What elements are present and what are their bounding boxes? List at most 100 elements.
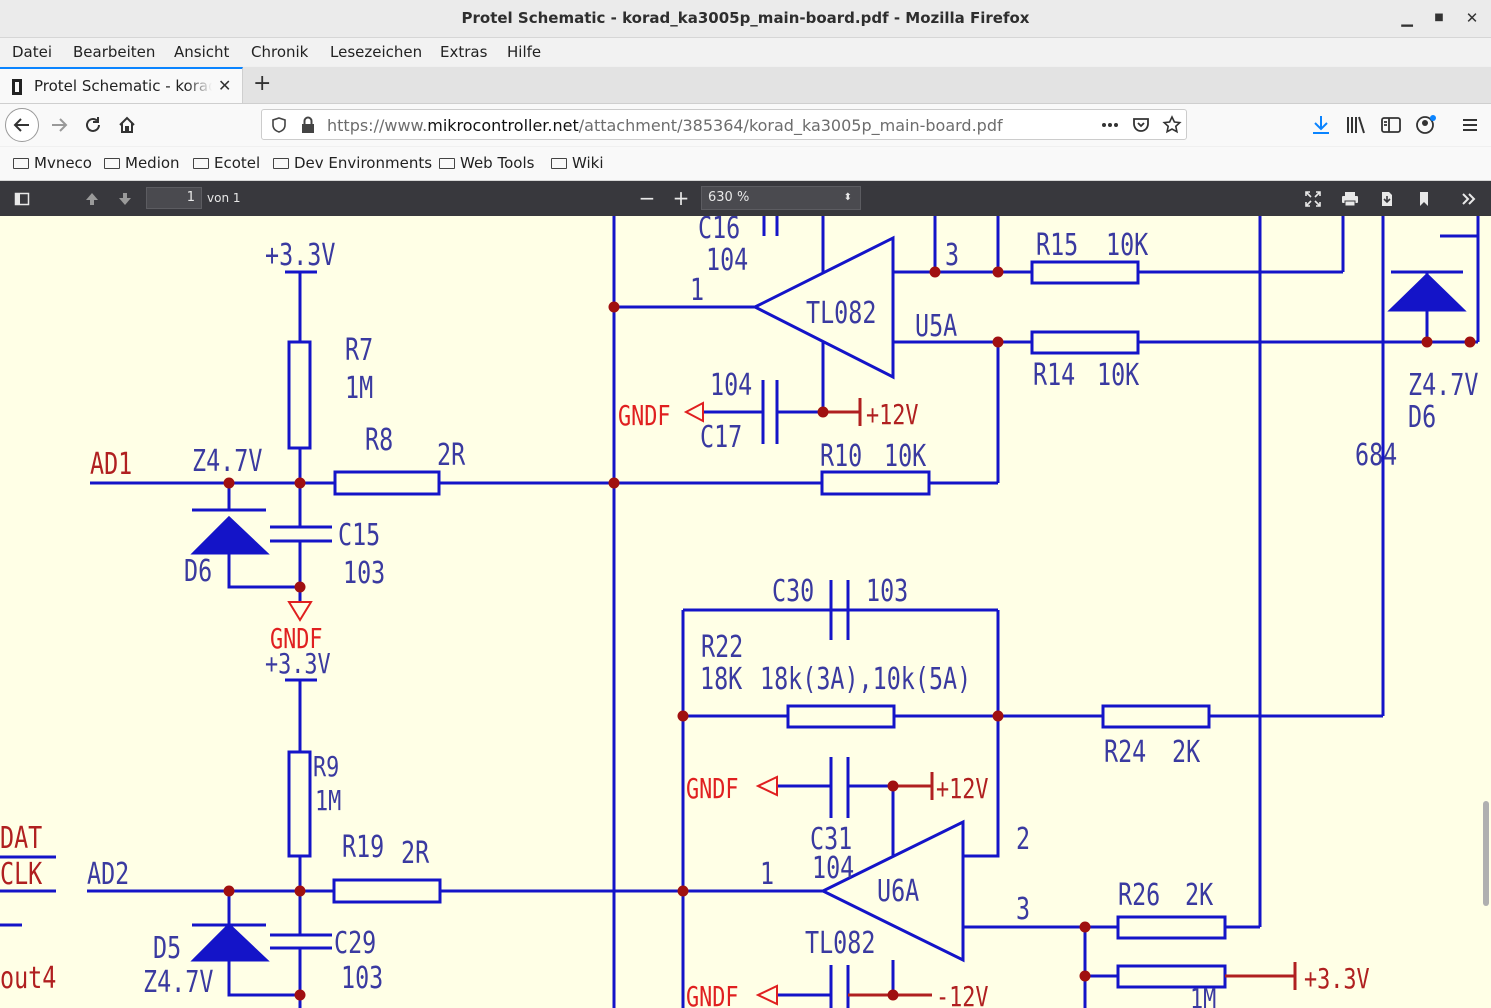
tab-label: Protel Schematic - korad_ka3005p_main-bo… — [34, 77, 212, 95]
schematic-label: 104 — [812, 851, 854, 886]
menu-ansicht[interactable]: Ansicht — [174, 43, 230, 61]
bookmark-medion[interactable]: Medion — [104, 154, 180, 172]
arrow-right-icon — [52, 118, 68, 132]
junction-dot — [992, 336, 1004, 348]
menu-extras[interactable]: Extras — [440, 43, 488, 61]
bookmark-wiki[interactable]: Wiki — [551, 154, 604, 172]
schematic-label: TL082 — [806, 296, 876, 331]
new-tab-button[interactable]: + — [253, 71, 272, 96]
print-icon — [1342, 192, 1358, 207]
bookmark-mvneco[interactable]: Mvneco — [13, 154, 92, 172]
zoom-select[interactable]: 630 %⬍ — [701, 186, 861, 210]
wire — [963, 716, 1000, 858]
bookmark-web-tools[interactable]: Web Tools — [439, 154, 534, 172]
print-button[interactable] — [1338, 187, 1362, 211]
close-window-button[interactable]: ✕ — [1465, 9, 1479, 27]
schematic-label: C17 — [700, 420, 742, 455]
schematic-label: +12V — [936, 772, 989, 804]
tab-pdf[interactable]: Protel Schematic - korad_ka3005p_main-bo… — [0, 67, 243, 103]
junction-dot — [608, 477, 620, 489]
maximize-button[interactable]: ■ — [1434, 12, 1444, 23]
sidebar-icon[interactable] — [1380, 114, 1402, 136]
library-icon[interactable] — [1345, 114, 1367, 136]
schematic-label: 10K — [1097, 358, 1140, 393]
next-page-button[interactable] — [113, 187, 137, 211]
previous-page-button[interactable] — [80, 187, 104, 211]
presentation-mode-button[interactable] — [1301, 187, 1325, 211]
schematic-label: +3.3V — [265, 238, 335, 273]
save-button[interactable] — [1375, 187, 1399, 211]
url-text[interactable]: https://www.mikrocontroller.net/attachme… — [327, 116, 1003, 135]
menu-chronik[interactable]: Chronik — [251, 43, 309, 61]
zener-diode-d5 — [190, 922, 270, 962]
schematic-label: R14 — [1033, 358, 1075, 393]
home-button[interactable] — [112, 110, 142, 140]
schematic-label: 1 — [760, 857, 774, 892]
junction-dot — [294, 581, 306, 593]
schematic-label: D6 — [1408, 400, 1436, 435]
window-titlebar: Protel Schematic - korad_ka3005p_main-bo… — [0, 0, 1491, 38]
window-title: Protel Schematic - korad_ka3005p_main-bo… — [461, 9, 1030, 27]
hamburger-icon[interactable] — [1460, 115, 1480, 135]
wire — [227, 960, 300, 997]
schematic-label: R10 — [820, 439, 862, 474]
schematic-label: R15 — [1036, 228, 1078, 263]
more-actions-icon[interactable] — [1100, 115, 1120, 135]
junction-dot — [294, 885, 306, 897]
minimize-button[interactable]: ▁ — [1401, 9, 1413, 27]
resistor-r15 — [1030, 260, 1140, 285]
schematic-label: CLK — [0, 857, 43, 892]
menu-lesezeichen[interactable]: Lesezeichen — [330, 43, 423, 61]
schematic-label: DAT — [0, 821, 42, 856]
schematic-label: 103 — [343, 556, 385, 591]
arrow-down-icon — [119, 193, 131, 205]
pdf-toolbar: 1 von 1 − + 630 %⬍ — [0, 181, 1491, 216]
tools-button[interactable] — [1457, 187, 1481, 211]
shield-icon[interactable] — [270, 116, 288, 134]
menu-datei[interactable]: Datei — [12, 43, 53, 61]
schematic-label: Z4.7V — [1408, 368, 1478, 403]
menu-hilfe[interactable]: Hilfe — [507, 43, 542, 61]
bookmark-view-button[interactable] — [1412, 187, 1436, 211]
pocket-icon[interactable] — [1131, 115, 1151, 135]
bookmark-dev-environments[interactable]: Dev Environments — [273, 154, 432, 172]
bookmark-ecotel[interactable]: Ecotel — [193, 154, 260, 172]
scrollbar-thumb[interactable] — [1483, 801, 1489, 906]
bookmark-star-icon[interactable] — [1162, 115, 1182, 135]
resistor-r26 — [1116, 915, 1227, 940]
resistor-r9 — [287, 750, 312, 858]
tab-bar: Protel Schematic - korad_ka3005p_main-bo… — [0, 67, 1491, 104]
folder-icon — [193, 158, 209, 169]
url-prefix: https://www. — [327, 116, 428, 135]
bookmarks-bar: Mvneco Medion Ecotel Dev Environments We… — [0, 147, 1491, 181]
back-button[interactable] — [5, 108, 39, 142]
schematic-label: 103 — [341, 961, 383, 996]
forward-button[interactable] — [44, 110, 74, 140]
schematic-label: D5 — [153, 931, 181, 966]
account-icon[interactable] — [1414, 113, 1438, 137]
folder-icon — [439, 158, 455, 169]
tab-close-icon[interactable]: ✕ — [218, 76, 232, 95]
url-path: /attachment/385364/korad_ka3005p_main-bo… — [578, 116, 1003, 135]
reload-button[interactable] — [78, 110, 108, 140]
schematic-label: R7 — [345, 333, 373, 368]
schematic-label: D6 — [184, 554, 212, 589]
resistor-r24 — [1101, 704, 1211, 729]
schematic-label: 103 — [866, 574, 908, 609]
download-icon[interactable] — [1310, 114, 1332, 136]
schematic-label: 10K — [1106, 228, 1149, 263]
lock-icon[interactable] — [300, 116, 316, 134]
ground-symbol — [755, 775, 778, 797]
zoom-in-button[interactable]: + — [672, 186, 690, 210]
junction-dot — [929, 266, 941, 278]
junction-dot — [992, 266, 1004, 278]
url-bar[interactable]: https://www.mikrocontroller.net/attachme… — [261, 109, 1187, 140]
menu-bearbeiten[interactable]: Bearbeiten — [73, 43, 156, 61]
schematic-label: 10K — [884, 439, 927, 474]
junction-dot — [294, 989, 306, 1001]
zoom-out-button[interactable]: − — [638, 186, 656, 210]
bookmark-icon — [1420, 192, 1428, 206]
page-number-input[interactable]: 1 — [146, 187, 202, 209]
toggle-sidebar-button[interactable] — [10, 187, 34, 211]
